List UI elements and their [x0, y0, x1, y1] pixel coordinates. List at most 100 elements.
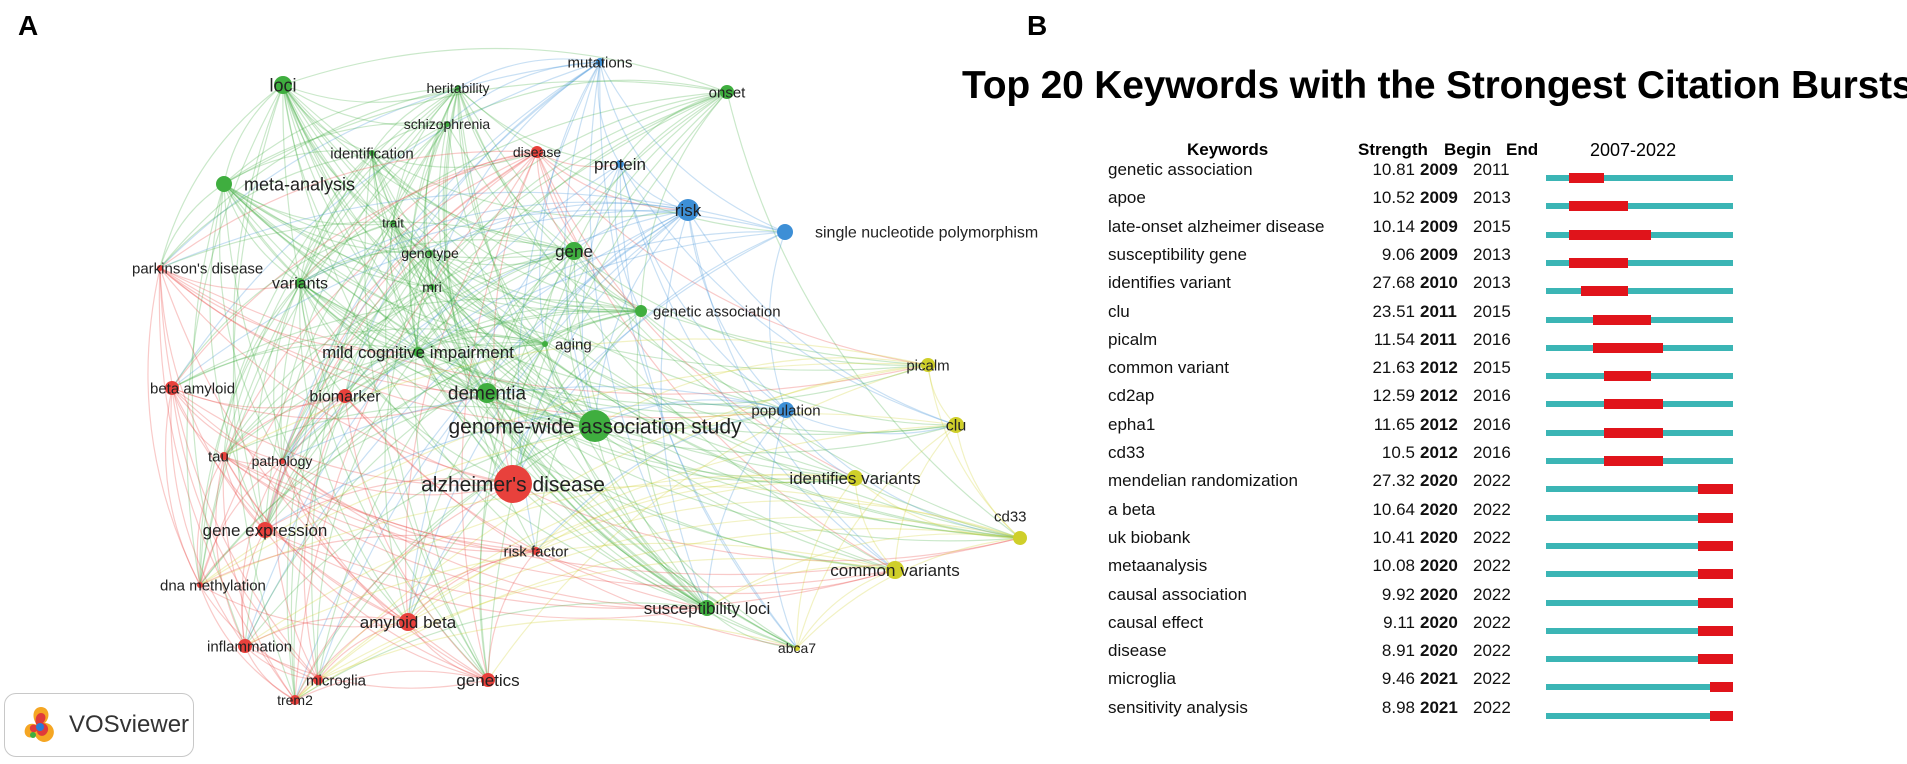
network-node[interactable] — [777, 224, 793, 240]
network-edge — [344, 61, 601, 397]
network-node[interactable] — [197, 582, 203, 588]
network-node-label: dna methylation — [160, 577, 266, 594]
network-node[interactable] — [886, 561, 904, 579]
network-edge — [573, 250, 708, 609]
network-edge — [282, 84, 929, 366]
network-node[interactable] — [677, 199, 699, 221]
network-edge — [636, 310, 708, 609]
network-node[interactable] — [165, 381, 179, 395]
network-edge — [392, 222, 798, 649]
network-node[interactable] — [616, 160, 624, 168]
network-node-label: tau — [208, 448, 229, 465]
network-node[interactable] — [313, 675, 323, 685]
burst-begin: 2020 — [1420, 641, 1458, 661]
network-node[interactable] — [794, 645, 800, 651]
network-edge — [407, 163, 621, 623]
network-edge — [299, 282, 708, 609]
burst-strength: 11.65 — [1373, 414, 1415, 434]
network-node[interactable] — [279, 458, 285, 464]
network-edge — [444, 87, 514, 485]
network-node[interactable] — [238, 639, 252, 653]
network-node[interactable] — [390, 220, 396, 226]
network-node[interactable] — [635, 305, 647, 317]
network-node[interactable] — [531, 146, 543, 158]
network-edge — [223, 183, 419, 353]
network-node[interactable] — [948, 417, 964, 433]
network-node[interactable] — [444, 121, 450, 127]
network-edge — [299, 209, 786, 284]
network-node[interactable] — [157, 265, 163, 271]
network-edge — [281, 61, 601, 462]
network-node[interactable] — [778, 402, 794, 418]
network-edge — [417, 351, 929, 406]
network-node[interactable] — [847, 470, 863, 486]
network-edge — [594, 425, 856, 484]
network-edge — [344, 309, 642, 397]
network-node[interactable] — [295, 278, 305, 288]
network-node[interactable] — [532, 547, 540, 555]
network-edge — [431, 91, 728, 288]
network-edge — [927, 364, 1021, 539]
network-node-label: single nucleotide polymorphism — [815, 225, 1038, 242]
burst-strength: 9.06 — [1381, 244, 1415, 264]
network-node[interactable] — [1013, 531, 1027, 545]
network-node[interactable] — [427, 250, 433, 256]
network-edge — [171, 387, 319, 681]
network-node[interactable] — [455, 85, 461, 91]
network-node[interactable] — [216, 176, 232, 192]
burst-keyword: susceptibility gene — [1108, 244, 1247, 264]
network-node[interactable] — [921, 358, 935, 372]
network-edge — [536, 151, 896, 571]
network-node[interactable] — [220, 452, 228, 460]
network-node-label: loci — [269, 75, 296, 95]
network-edge — [317, 250, 575, 681]
network-edge — [599, 61, 786, 233]
network-edge — [171, 387, 346, 409]
header-strength: Strength — [1358, 140, 1428, 159]
burst-begin: 2021 — [1420, 697, 1458, 717]
network-edge — [640, 310, 957, 426]
burst-segment — [1709, 682, 1733, 693]
network-node[interactable] — [399, 613, 417, 631]
network-edge — [512, 231, 786, 485]
network-edge — [281, 222, 394, 462]
network-node[interactable] — [429, 284, 435, 290]
burst-begin: 2012 — [1420, 414, 1458, 434]
network-node[interactable] — [338, 389, 352, 403]
network-node[interactable] — [565, 242, 583, 260]
network-edge — [147, 267, 201, 586]
network-node[interactable] — [477, 383, 497, 403]
network-node[interactable] — [542, 341, 548, 347]
burst-end: 2022 — [1473, 471, 1511, 491]
network-edge — [854, 477, 896, 571]
network-node-label: mutations — [567, 54, 632, 71]
network-node[interactable] — [596, 58, 604, 66]
burst-segment — [1604, 456, 1663, 466]
burst-end: 2022 — [1473, 527, 1511, 547]
network-edge — [544, 310, 642, 345]
network-node[interactable] — [369, 150, 375, 156]
network-node[interactable] — [481, 673, 495, 687]
burst-keyword: disease — [1108, 641, 1167, 661]
network-edge — [223, 405, 596, 457]
network-edge — [687, 209, 957, 426]
network-node[interactable] — [720, 85, 734, 99]
network-edge — [392, 222, 708, 609]
burst-end: 2015 — [1473, 301, 1511, 321]
network-node[interactable] — [494, 465, 532, 503]
network-edge — [594, 399, 787, 427]
burst-begin: 2020 — [1420, 527, 1458, 547]
network-edge — [294, 151, 538, 701]
burst-end: 2022 — [1473, 499, 1511, 519]
network-node[interactable] — [413, 347, 423, 357]
network-node[interactable] — [579, 410, 611, 442]
network-edge — [487, 91, 728, 681]
network-node[interactable] — [257, 522, 273, 538]
network-node[interactable] — [699, 600, 715, 616]
network-edge — [223, 455, 283, 465]
network-edge — [171, 387, 514, 487]
network-node[interactable] — [290, 695, 300, 705]
network-node[interactable] — [274, 76, 292, 94]
network-edge — [171, 328, 546, 389]
